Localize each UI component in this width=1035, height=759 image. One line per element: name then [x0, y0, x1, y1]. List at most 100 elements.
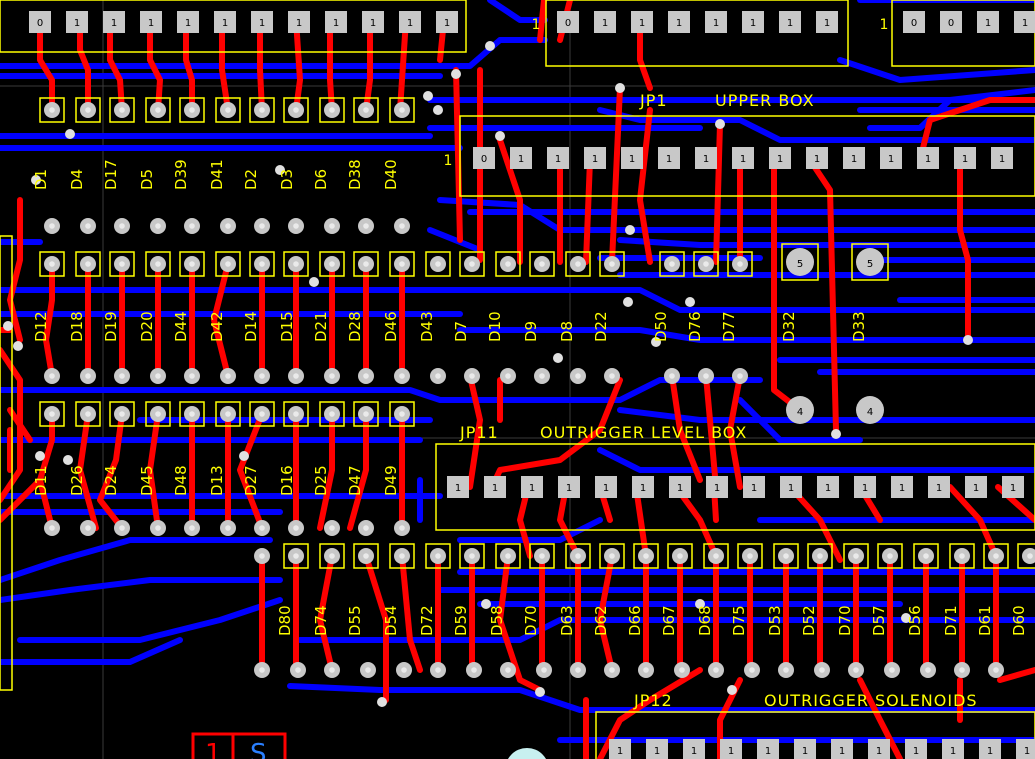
red-trace-31 — [237, 411, 265, 531]
diode-r1-top-5-hole — [225, 107, 231, 113]
via-8 — [31, 175, 41, 185]
diode-label-d50-r2-17: D50 — [652, 311, 670, 342]
diode-label-d68-r4-12: D68 — [696, 605, 714, 636]
diode-r3-top-10-outline — [389, 401, 415, 427]
top-left-connector-pin-5-label: 1 — [222, 18, 228, 29]
via-21 — [695, 599, 705, 609]
diode-label-d55-r4-2: D55 — [346, 605, 364, 636]
jp11-pin-8 — [743, 476, 765, 498]
jp1-pin-8-label: 1 — [777, 154, 783, 165]
via-5 — [615, 83, 625, 93]
diode-r4-top-0-outline — [283, 543, 309, 569]
red-trace-66 — [713, 121, 723, 265]
diode-r4-top-11-outline — [667, 543, 693, 569]
diode-r2-bot-1-hole — [85, 373, 91, 379]
blue-trace-45 — [597, 447, 1035, 473]
diode-r2-bot-16-hole — [609, 373, 615, 379]
jp12-pin-11 — [1016, 739, 1035, 759]
diode-label-d75-r4-13: D75 — [730, 605, 748, 636]
via-15 — [623, 297, 633, 307]
jp12-pin-0 — [609, 739, 631, 759]
diode-label-d12-r2-0: D12 — [32, 311, 50, 342]
top-left-connector-pin-7-label: 1 — [296, 18, 302, 29]
top-left-connector-pin-0 — [29, 11, 51, 33]
silkscreen-box-0 — [0, 0, 467, 53]
diode-label-d2-r1-6: D2 — [242, 169, 260, 190]
jp1-pin1-marker: 1 — [444, 153, 453, 169]
top-left-connector-pin-9 — [362, 11, 384, 33]
jp11-pin-2-label: 1 — [529, 483, 535, 494]
diode-r1-top-10-outline — [389, 97, 415, 123]
top-right-connector-pin-1-label: 0 — [948, 18, 954, 29]
jp11-pin-5-label: 1 — [640, 483, 646, 494]
jp12-pin-2 — [683, 739, 705, 759]
d32-outline — [781, 243, 819, 281]
blue-trace-44 — [737, 397, 863, 443]
jp1-pin-11 — [880, 147, 902, 169]
jp11-pin-7-label: 1 — [714, 483, 720, 494]
jp1-pin-10-label: 1 — [851, 154, 857, 165]
top-mid-connector-pin-1-label: 1 — [602, 18, 608, 29]
diode-r4-top-4-outline — [425, 543, 451, 569]
jp12-pin-7-label: 1 — [876, 746, 882, 757]
diode-r2-top-11-hole — [435, 261, 441, 267]
red-trace-64 — [609, 85, 623, 265]
diode-r1-top-0-outline — [39, 97, 65, 123]
diode-label-d58-r4-6: D58 — [488, 605, 506, 636]
blue-trace-42 — [427, 227, 483, 253]
jp11-pin-12-label: 1 — [899, 483, 905, 494]
via-11 — [35, 451, 45, 461]
diode-label-d5-r1-3: D5 — [138, 169, 156, 190]
diode-label-d54-r4-3: D54 — [382, 605, 400, 636]
red-trace-2 — [107, 17, 125, 113]
red-trace-33 — [317, 411, 335, 531]
diode-label-d45-r3-3: D45 — [138, 465, 156, 496]
diode-r1-top-8-hole — [329, 107, 335, 113]
jp1-pin-5 — [658, 147, 680, 169]
top-right-connector-pin-2-label: 1 — [985, 18, 991, 29]
diode-r4-top-18-hole — [923, 553, 929, 559]
diode-r4-top-21-hole — [1027, 553, 1033, 559]
diode-r1-bot-7-hole — [293, 223, 299, 229]
diode-r4-bot-19-hole — [925, 667, 931, 673]
d32-pad-4 — [786, 396, 814, 424]
red-trace-77 — [727, 373, 743, 490]
diode-r1-top-7-outline — [283, 97, 309, 123]
red-trace-26 — [77, 411, 99, 531]
top-mid-connector-pin-5 — [742, 11, 764, 33]
red-trace-4 — [183, 17, 195, 113]
diode-r4-bot-11-hole — [643, 667, 649, 673]
diode-r1-bot-8-hole — [329, 223, 335, 229]
diode-r2-top-16-outline — [599, 251, 625, 277]
diode-r2-top-0-hole — [49, 261, 55, 267]
blue-trace-36 — [287, 683, 1035, 713]
diode-r4-bot-5-hole — [435, 667, 441, 673]
diode-label-d26-r3-1: D26 — [68, 465, 86, 496]
diode-r4-top-7-outline — [529, 543, 555, 569]
red-trace-39 — [317, 553, 335, 673]
diode-r4-top-19-outline — [949, 543, 975, 569]
diode-r3-bot-7-hole — [293, 525, 299, 531]
top-right-connector-pin-3-label: 1 — [1022, 18, 1028, 29]
diode-r3-top-2-outline — [109, 401, 135, 427]
diode-r4-bot-20-hole — [959, 667, 965, 673]
jp1-pin-13 — [954, 147, 976, 169]
diode-label-d17-r1-2: D17 — [102, 159, 120, 190]
top-mid-connector-pin-0-label: 0 — [565, 18, 571, 29]
diode-label-d56-r4-18: D56 — [906, 605, 924, 636]
diode-r4-bot-8-hole — [541, 667, 547, 673]
jp11-pin-0 — [447, 476, 469, 498]
jp11-pin-11 — [854, 476, 876, 498]
blue-trace-16 — [0, 287, 1035, 313]
silkscreen-box-6 — [0, 235, 13, 691]
diode-label-d39-r1-4: D39 — [172, 159, 190, 190]
top-right-connector-pin-1 — [940, 11, 962, 33]
diode-r4-bot-17-hole — [853, 667, 859, 673]
via-19 — [831, 429, 841, 439]
diode-r4-top-9-hole — [609, 553, 615, 559]
diode-r1-bot-6-hole — [259, 223, 265, 229]
via-18 — [553, 353, 563, 363]
diode-r2-bot-8-hole — [329, 373, 335, 379]
diode-r2-top-9-hole — [363, 261, 369, 267]
top-left-connector-pin-2 — [103, 11, 125, 33]
